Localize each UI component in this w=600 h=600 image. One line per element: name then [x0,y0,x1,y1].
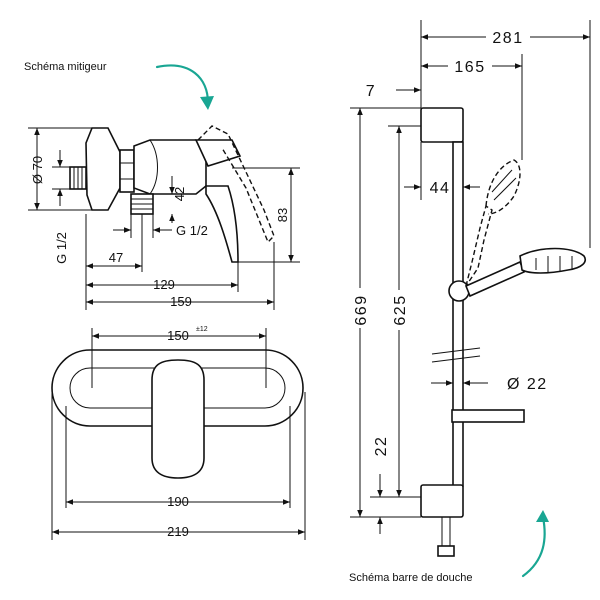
dim-offset-44-label: 44 [430,180,451,197]
dim-offset-7-label: 7 [366,83,376,100]
mixer-schema-label: Schéma mitigeur [24,61,107,73]
shower-bar-schema-label: Schéma barre de douche [349,572,473,584]
dim-width-165: 165 [421,54,523,160]
dim-thread-left-label: G 1/2 [54,232,69,264]
dim-height-669-label: 669 [353,294,370,325]
dim-spacing-150: 150 ±12 [91,326,267,388]
dim-width-281-label: 281 [492,30,523,47]
dim-diameter-70-label: Ø 70 [30,156,45,184]
dim-height-42: 42 [169,176,187,223]
dim-height-625-label: 625 [392,294,409,325]
dim-len-159-label: 159 [170,294,192,309]
dim-offset-44: 44 [404,142,480,200]
dim-diameter-70: Ø 70 [28,127,92,211]
dim-bottom-22-label: 22 [373,436,390,457]
dim-len-219-label: 219 [167,524,189,539]
dim-spacing-tolerance: ±12 [196,326,208,333]
shower-bar-assembly [420,107,586,557]
dim-height-669: 669 [350,108,421,518]
dim-height-42-label: 42 [172,187,187,201]
dim-offset-7: 7 [350,80,422,120]
dim-bottom-22: 22 [370,436,421,534]
mixer-teal-arrow-icon [155,64,214,110]
dim-len-129-label: 129 [153,277,175,292]
dim-thread-left: G 1/2 [52,150,70,264]
dim-thread-mid: G 1/2 [113,214,208,238]
dim-width-281: 281 [420,20,591,248]
dim-len-190: 190 [65,406,291,509]
dim-len-47: 47 [85,214,143,310]
dim-len-129: 129 [86,262,239,292]
dim-height-83-label: 83 [275,208,290,222]
dim-diameter-22-label: Ø 22 [507,376,548,393]
dim-len-219: 219 [51,392,306,540]
dim-diameter-22: Ø 22 [431,376,548,393]
dim-spacing-150-label: 150 [167,328,189,343]
dim-len-47-label: 47 [109,250,123,265]
dim-height-625: 625 [388,125,421,498]
mixer-front-view [51,349,304,479]
mixer-side-view [69,125,275,263]
dim-len-190-label: 190 [167,494,189,509]
dim-len-159: 159 [86,242,275,310]
dim-thread-mid-label: G 1/2 [176,223,208,238]
bar-teal-arrow-icon [521,510,549,578]
dim-width-165-label: 165 [454,59,485,76]
dim-height-83: 83 [232,167,300,263]
